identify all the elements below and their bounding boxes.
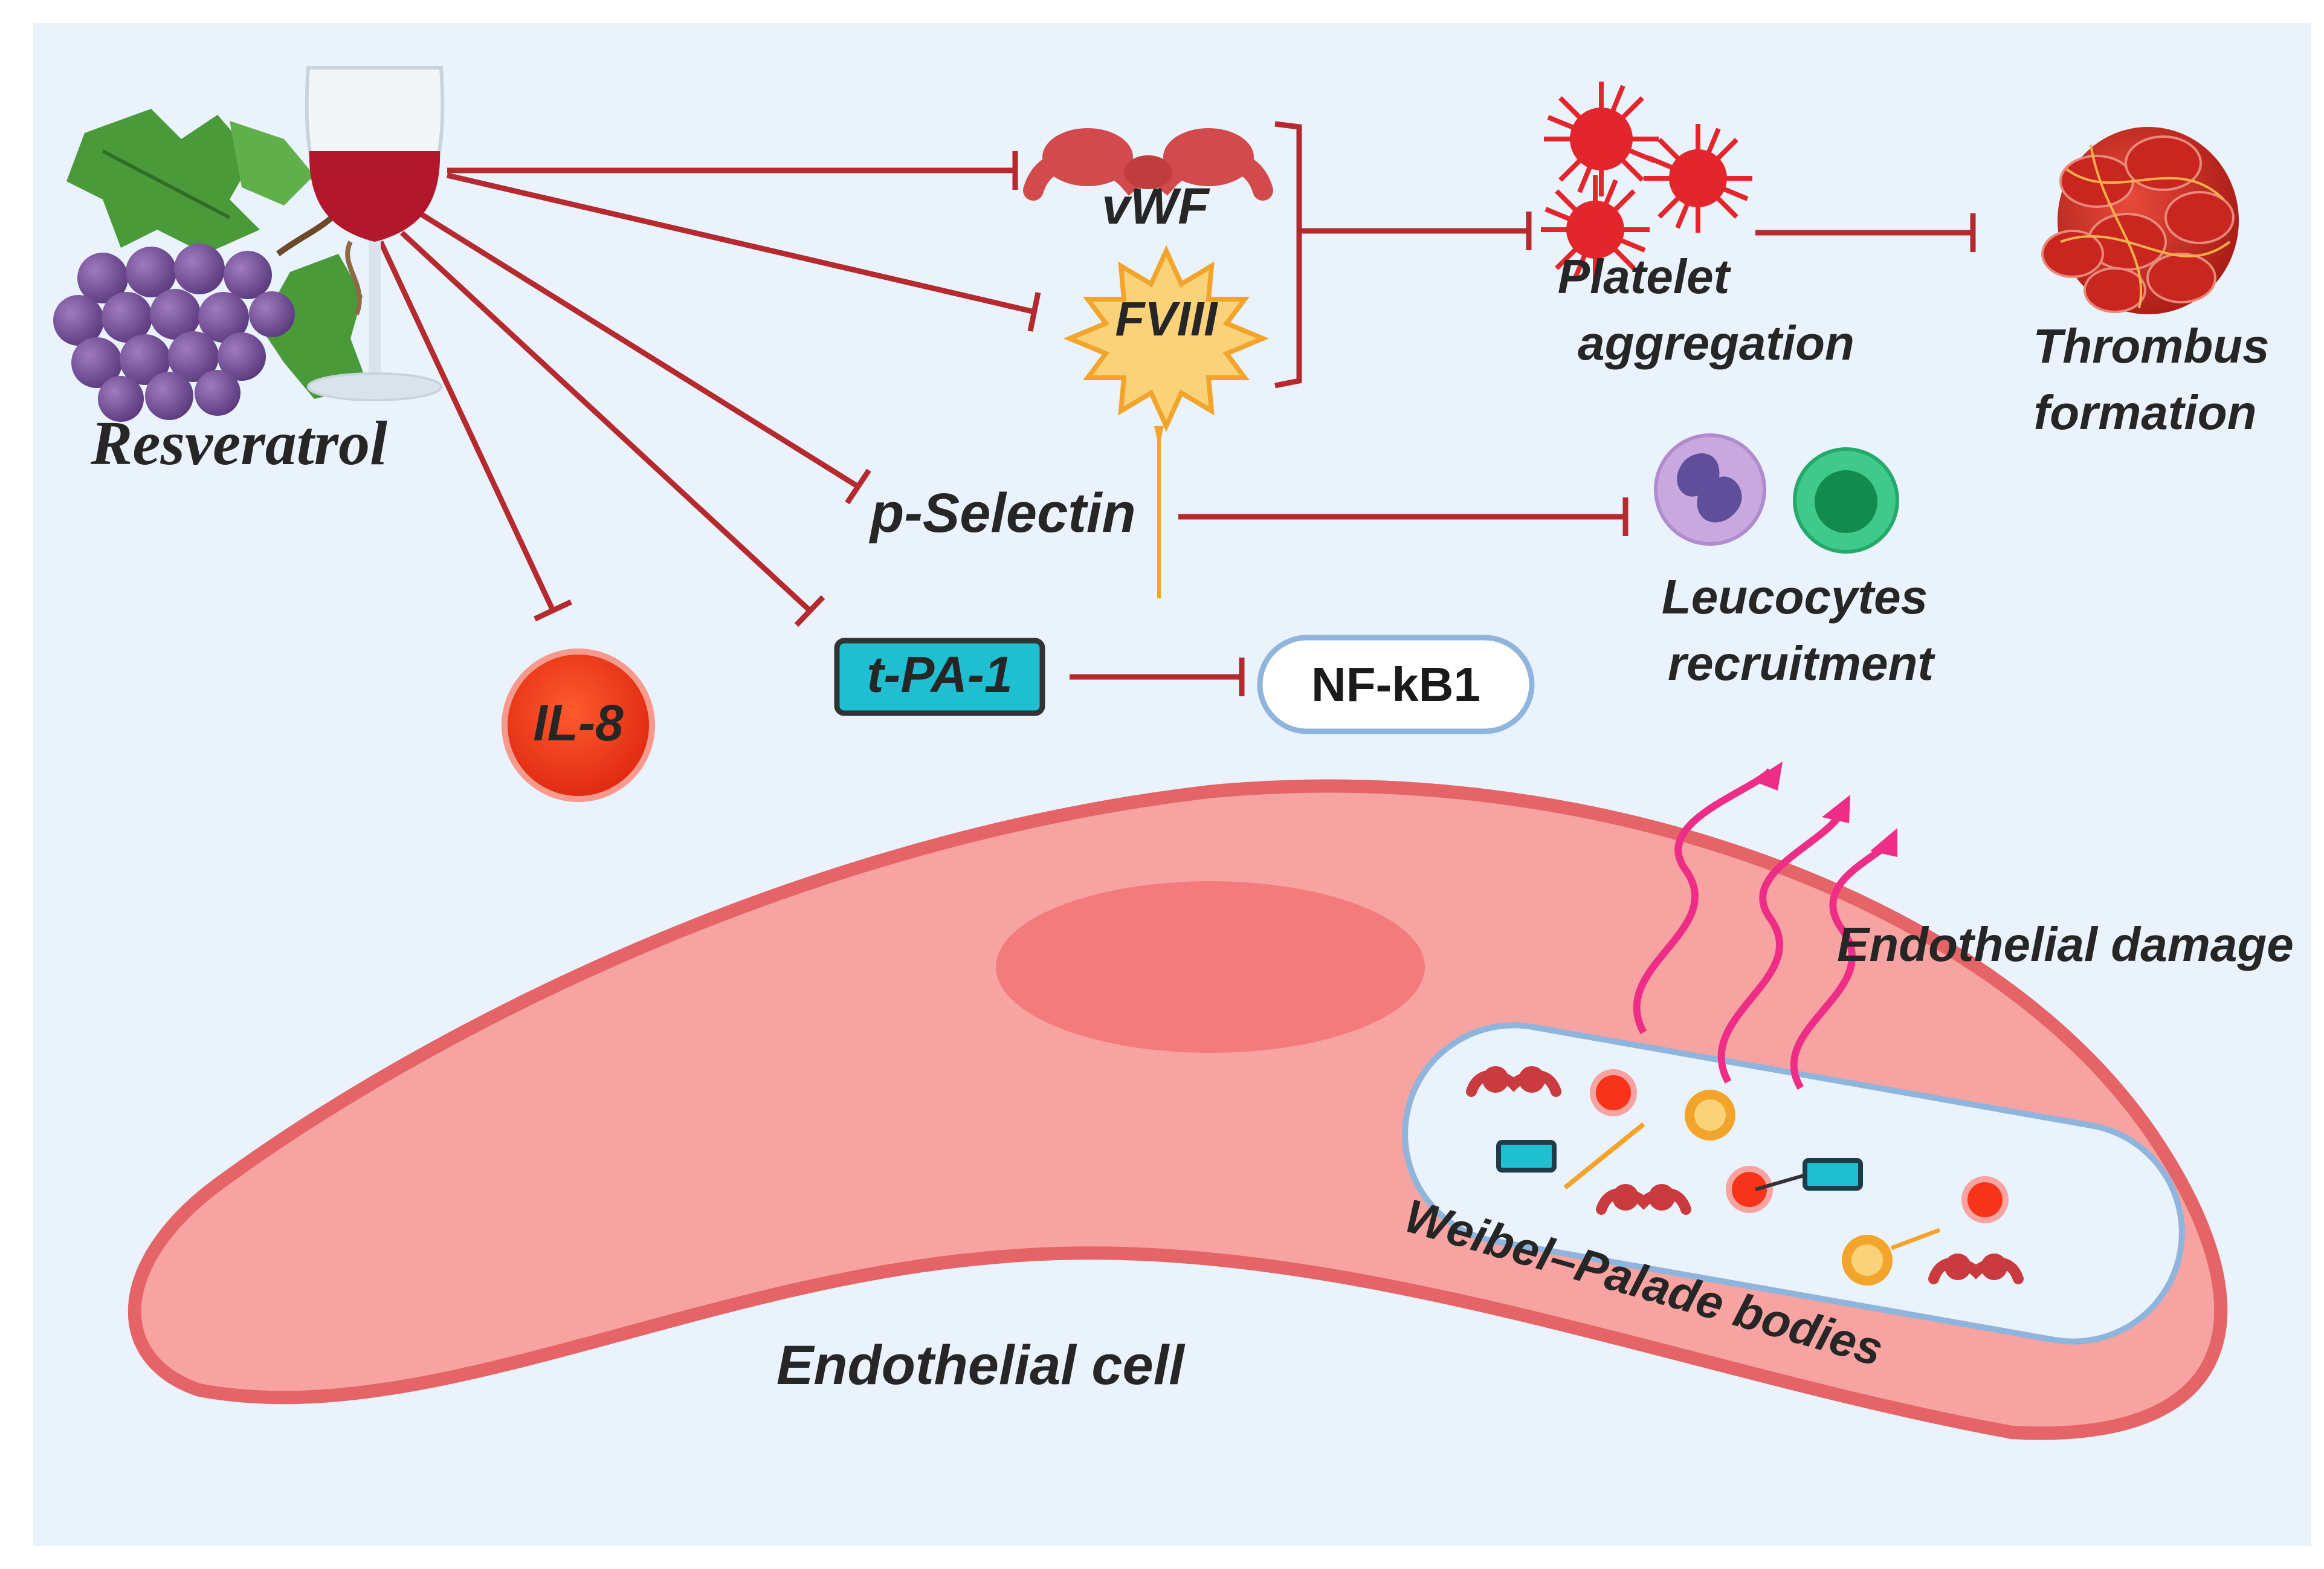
- nfkb1-label: NF-kB1: [1311, 658, 1480, 711]
- il8-circle: [502, 649, 655, 802]
- thrombus-label-line1: Thrombus: [2033, 319, 2269, 373]
- p-selectin-label: p-Selectin: [868, 482, 1136, 544]
- vwf-icon: [1023, 128, 1273, 201]
- wpb-il8-dot: [1590, 1069, 1637, 1116]
- wpb-fviii-icon: [1842, 1235, 1893, 1286]
- wpb-fviii-icon: [1685, 1090, 1735, 1140]
- fviii-label: FVIII: [1115, 292, 1219, 346]
- inhibition-lines: [378, 121, 1976, 696]
- wpb-selectin: [1563, 1122, 1645, 1190]
- leucocytes-label-line2: recruitment: [1668, 636, 1935, 690]
- wpb-vwf-icon: [1466, 1066, 1561, 1097]
- thrombus-label-line2: formation: [2034, 386, 2257, 439]
- endothelial-damage-label: Endothelial damage: [1837, 917, 2294, 971]
- wpb-il8-dot: [1961, 1176, 2009, 1223]
- leucocytes-label-line1: Leucocytes: [1662, 570, 1928, 624]
- wpb-vwf-icon: [1928, 1254, 2024, 1284]
- platelet-icon: [1541, 82, 1752, 284]
- wpb-vwf-icon: [1596, 1184, 1691, 1215]
- nfkb1-pill: [1257, 635, 1535, 734]
- platelet-label-line2: aggregation: [1578, 316, 1854, 370]
- il8-label: IL-8: [533, 694, 624, 751]
- tpa1-label: t-PA-1: [867, 646, 1012, 703]
- leucocyte-icon: [1793, 447, 1899, 554]
- endothelial-cell-label: Endothelial cell: [776, 1334, 1186, 1396]
- wpb-tpa-box: [1803, 1158, 1863, 1191]
- vwf-label: vWF: [1102, 178, 1210, 235]
- tpa1-box: [834, 638, 1045, 716]
- wpb-tpa-box: [1496, 1140, 1557, 1173]
- thrombus-icon: [2041, 127, 2239, 314]
- nucleus: [996, 881, 1425, 1053]
- wine-glass-icon: [305, 66, 445, 401]
- wpb-contents: [1466, 1066, 2024, 1286]
- endothelial-damage-arrows: [1633, 768, 1894, 1090]
- fviii-icon: [1063, 245, 1270, 432]
- selectin-icon: [1154, 426, 1164, 598]
- wpb-il8-dot: [1726, 1166, 1773, 1213]
- leucocyte-icon: [1654, 433, 1766, 546]
- damage-arrowheads: [1752, 762, 1897, 857]
- grapes-icon: [53, 109, 369, 422]
- platelet-label-line1: Platelet: [1558, 250, 1732, 303]
- resveratrol-label: Resveratrol: [90, 409, 387, 478]
